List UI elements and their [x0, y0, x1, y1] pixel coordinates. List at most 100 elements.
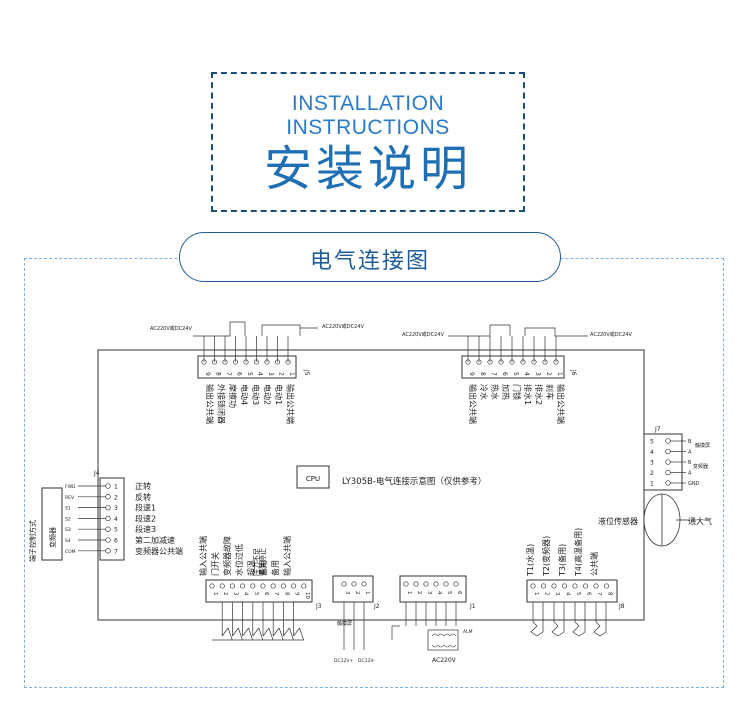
j3-label: 门开关: [210, 552, 220, 576]
temperature-sensor: [572, 602, 586, 637]
j4-label: 段速1: [135, 503, 156, 513]
j1-pin: [423, 581, 429, 587]
j3-pin-number: 10: [304, 592, 310, 599]
j2-pin: [351, 581, 357, 587]
j8-pin-number: 4: [565, 592, 571, 596]
j6-label: 刹车: [545, 384, 555, 400]
j6-label: 输出公共端: [556, 384, 566, 424]
j8-pin-number: 1: [533, 592, 539, 596]
j4-label: 段速3: [135, 524, 156, 534]
j8-pin: [582, 583, 589, 589]
transformer: [427, 629, 459, 651]
level-sensor: 液位传感器 通大气: [598, 493, 712, 547]
j6-pin-number: 1: [556, 372, 563, 376]
j3-pin-number: 3: [232, 592, 238, 596]
j3-extra-label: 紧急停止: [258, 548, 267, 576]
j7-label: A: [688, 471, 692, 477]
j8-id: J8: [618, 603, 625, 610]
cpu-label: CPU: [306, 475, 320, 483]
j1-id: J1: [469, 603, 476, 610]
j1-pin: [403, 581, 409, 587]
j7-pin-number: 1: [650, 481, 654, 488]
temperature-sensor: [530, 602, 544, 637]
j6-label: 热水: [490, 384, 500, 400]
j8-label: T1(水温): [525, 544, 535, 577]
j6-pin-number: 4: [523, 372, 530, 376]
j3-pin: [301, 583, 307, 589]
j1-pin-number: 6: [456, 591, 462, 595]
j1-pin: [443, 581, 449, 587]
j3-pin: [209, 583, 215, 589]
temperature-sensor: [551, 602, 565, 637]
sensor-label: 液位传感器: [598, 516, 638, 526]
j7-note-hmi: 触摸屏: [695, 442, 710, 449]
j6-label: 排水2: [534, 384, 544, 405]
j6-id: J6: [570, 369, 577, 376]
j4-label: 第二加减速: [135, 535, 175, 545]
j3-pin: [280, 583, 286, 589]
j7-label: B: [688, 460, 692, 466]
j5-pin-number: 8: [215, 372, 222, 376]
j3-label: 水位过低: [234, 544, 244, 576]
j3-label: 备用: [258, 560, 268, 576]
j4-wire-label: S2: [65, 516, 71, 522]
j6-label: 排水1: [523, 384, 533, 405]
j3-pin-number: 8: [283, 592, 289, 596]
j5-pin-number: 5: [246, 372, 253, 376]
j2-c: DC12V-: [358, 658, 375, 664]
j3-pin: [219, 583, 225, 589]
j7-pin-number: 3: [650, 460, 654, 467]
j3-pin: [250, 583, 256, 589]
board-caption: LY305B-电气连接示意图（仅供参考）: [342, 476, 486, 487]
j1-pin-number: 3: [426, 591, 432, 595]
alarm-label: ALM: [463, 629, 473, 635]
j3-pin: [291, 583, 297, 589]
j2-a: 触摸屏: [337, 620, 352, 627]
j2-pin-number: 2: [354, 591, 360, 595]
j3-pin-number: 6: [263, 592, 269, 596]
j4-pin: [105, 537, 111, 543]
j7-pin-number: 2: [650, 470, 654, 477]
j5-pin-number: 6: [236, 372, 243, 376]
j6-pin-number: 2: [545, 372, 552, 376]
j8-pin: [572, 583, 578, 589]
j4-pin: [105, 504, 111, 511]
j3-pin-number: 1: [212, 592, 218, 596]
j7-pin: [665, 480, 671, 486]
j6-pin-number: 6: [501, 372, 508, 376]
j4-pin-number: 4: [114, 516, 118, 523]
j8-pin-number: 3: [554, 592, 560, 596]
j8-label: T4(高温备用): [573, 528, 583, 577]
j8-pin: [593, 583, 599, 589]
j3-pin-number: 9: [294, 592, 300, 596]
j4-pin: [105, 515, 111, 522]
j5-label: 外接锁闭器: [217, 384, 227, 424]
j2-pin: [341, 581, 347, 587]
j8-pin: [530, 583, 536, 589]
j7-label: GND: [688, 481, 700, 487]
j2-pin: [361, 581, 367, 587]
j3-pin-number: 2: [222, 592, 228, 596]
j5-pin-number: 2: [278, 372, 285, 376]
j4-pin-number: 5: [114, 527, 118, 534]
j3-label: 输入公共端: [282, 536, 292, 576]
j1-pin-number: 4: [436, 591, 442, 595]
j5-pin-number: 9: [204, 372, 211, 376]
j5-label: 电动4: [240, 384, 250, 405]
j8-pin-number: 5: [575, 592, 581, 596]
j3-label: 超温: [246, 560, 256, 576]
j4-pin: [105, 526, 111, 532]
j7-note-inverter: 变频器: [693, 463, 708, 470]
j4-wire-label: FWD: [65, 484, 76, 490]
j6-label: 冷水: [479, 384, 489, 400]
vent-label: 通大气: [688, 516, 712, 526]
j8-pin-number: 6: [586, 592, 592, 596]
j4-pin: [105, 494, 111, 500]
j5-pin-number: 1: [288, 372, 295, 376]
j8-pin-number: 2: [544, 592, 550, 596]
j7-label: A: [688, 450, 692, 456]
j8-pin-number: 8: [607, 592, 613, 596]
j4-label: 正转: [135, 481, 151, 491]
j2-id: J2: [373, 603, 380, 610]
